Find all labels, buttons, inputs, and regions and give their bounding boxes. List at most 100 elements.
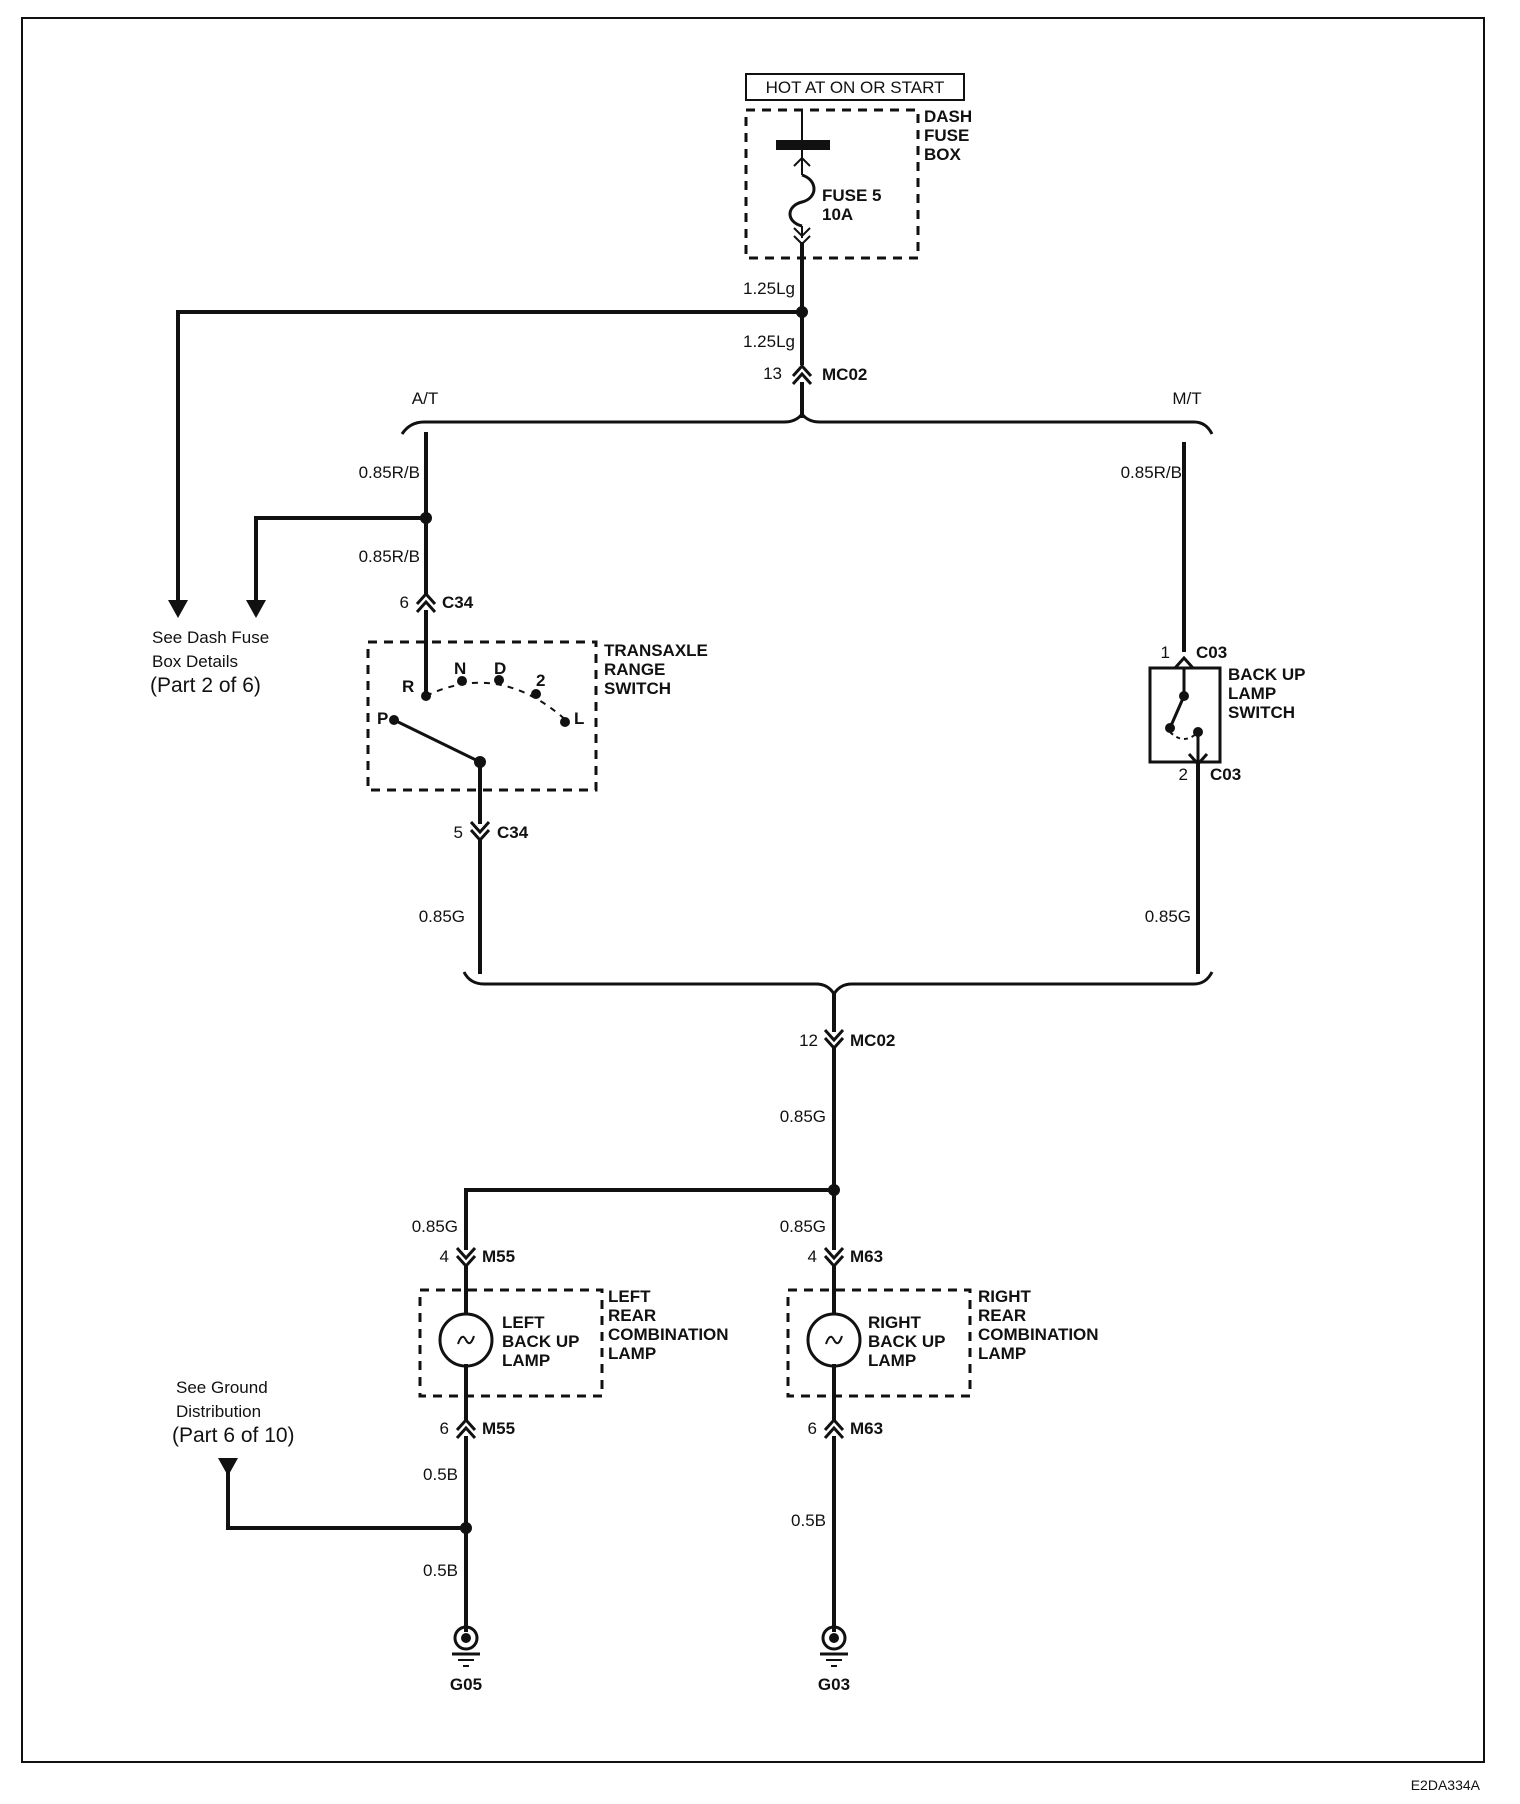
range-switch-wiper <box>393 718 481 764</box>
dash-fuse-ref-part: (Part 2 of 6) <box>150 674 261 697</box>
left-lamp-outer-3: COMBINATION <box>608 1325 729 1344</box>
contact-l <box>560 717 570 727</box>
branch-mt-label: M/T <box>1172 389 1201 408</box>
m63-top-connector-icon <box>823 1246 845 1261</box>
mc02-bottom-name: MC02 <box>850 1031 895 1050</box>
backup-switch-blade <box>1168 695 1186 729</box>
contact-n <box>457 676 467 686</box>
m55-top-pin: 4 <box>440 1247 449 1266</box>
transaxle-title-1: TRANSAXLE <box>604 641 708 660</box>
wire-at-switch: 0.85R/B <box>359 547 420 566</box>
c34-top-name: C34 <box>442 593 474 612</box>
pos-n: N <box>454 659 466 678</box>
pos-2: 2 <box>536 671 545 690</box>
wire-mt-top: 0.85R/B <box>1121 463 1182 482</box>
m55-top-name: M55 <box>482 1247 515 1266</box>
option-brace-bottom <box>462 971 1214 997</box>
contact-r <box>421 691 431 701</box>
wire-left-gnd-2: 0.5B <box>423 1561 458 1580</box>
figure-code: E2DA334A <box>1411 1777 1481 1793</box>
m63-top-name: M63 <box>850 1247 883 1266</box>
c03-top-pin: 1 <box>1161 643 1170 662</box>
fuse-element-icon <box>788 173 816 228</box>
left-lamp-outer-2: REAR <box>608 1306 656 1325</box>
fuse-box-title-1: DASH <box>924 107 972 126</box>
ground-ref-line-2: Distribution <box>176 1402 261 1421</box>
mc02-top-connector-icon <box>791 363 813 378</box>
m63-bottom-connector-icon <box>823 1417 845 1432</box>
fuse-box-title-3: BOX <box>924 145 962 164</box>
c03-top-name: C03 <box>1196 643 1227 662</box>
wire-right-lamp-in: 0.85G <box>780 1217 826 1236</box>
mc02-top-pin: 13 <box>763 364 782 383</box>
branch-at-label: A/T <box>412 389 438 408</box>
wire-mt-out: 0.85G <box>1145 907 1191 926</box>
wire-left-lamp-in: 0.85G <box>412 1217 458 1236</box>
ground-g05-icon <box>452 1625 480 1667</box>
pos-d: D <box>494 659 506 678</box>
wire-left-gnd-1: 0.5B <box>423 1465 458 1484</box>
wire-at-top: 0.85R/B <box>359 463 420 482</box>
transaxle-title-2: RANGE <box>604 660 665 679</box>
backup-switch-title-3: SWITCH <box>1228 703 1295 722</box>
fuse-rating: 10A <box>822 205 853 224</box>
wire-fuse-out: 1.25Lg <box>743 279 795 298</box>
wire-fuse-mc02: 1.25Lg <box>743 332 795 351</box>
dash-fuse-box <box>744 108 920 260</box>
ground-ref-line-1: See Ground <box>176 1378 268 1397</box>
right-lamp-outer-2: REAR <box>978 1306 1026 1325</box>
c34-bottom-name: C34 <box>497 823 529 842</box>
fuse-box-title-2: FUSE <box>924 126 969 145</box>
m63-bottom-name: M63 <box>850 1419 883 1438</box>
dash-fuse-ref-line-2: Box Details <box>152 652 238 671</box>
c03-bottom-pin: 2 <box>1179 765 1188 784</box>
left-lamp-outer-4: LAMP <box>608 1344 656 1363</box>
transaxle-title-3: SWITCH <box>604 679 671 698</box>
contact-2 <box>531 689 541 699</box>
wire-mc02-out: 0.85G <box>780 1107 826 1126</box>
m55-bottom-connector-icon <box>455 1417 477 1432</box>
fuse-bottom-chevron <box>793 227 811 238</box>
c34-top-connector-icon <box>415 591 437 606</box>
power-label: HOT AT ON OR START <box>766 78 945 97</box>
pos-l: L <box>574 709 584 728</box>
wire-right-gnd: 0.5B <box>791 1511 826 1530</box>
mc02-bottom-connector-icon <box>823 1028 845 1043</box>
c03-top-connector-icon <box>1173 655 1195 670</box>
wire-at-out: 0.85G <box>419 907 465 926</box>
right-lamp-inner-3: LAMP <box>868 1351 916 1370</box>
m55-bottom-pin: 6 <box>440 1419 449 1438</box>
right-lamp-outer-3: COMBINATION <box>978 1325 1099 1344</box>
ground-g03-label: G03 <box>818 1675 850 1694</box>
c34-bottom-connector-icon <box>469 820 491 835</box>
contact-d <box>494 675 504 685</box>
range-contact-arc <box>425 681 569 723</box>
diagram-frame <box>21 17 1485 1763</box>
pos-p: P <box>377 709 388 728</box>
right-lamp-outer-4: LAMP <box>978 1344 1026 1363</box>
c34-bottom-pin: 5 <box>454 823 463 842</box>
transaxle-range-switch-box <box>366 640 598 792</box>
right-lamp-inner-1: RIGHT <box>868 1313 922 1332</box>
m63-bottom-pin: 6 <box>808 1419 817 1438</box>
c03-bottom-name: C03 <box>1210 765 1241 784</box>
fuse-bus-bar <box>776 140 830 150</box>
dash-fuse-ref-line-1: See Dash Fuse <box>152 628 269 647</box>
left-lamp-outer-1: LEFT <box>608 1287 651 1306</box>
power-label-box <box>745 73 965 101</box>
mc02-top-name: MC02 <box>822 365 867 384</box>
m55-top-connector-icon <box>455 1246 477 1261</box>
ground-ref-part: (Part 6 of 10) <box>172 1424 295 1447</box>
right-lamp-inner-2: BACK UP <box>868 1332 945 1351</box>
dash-fuse-ref-arrow-1 <box>168 600 188 618</box>
option-brace-top <box>400 411 1214 435</box>
ground-g05-label: G05 <box>450 1675 482 1694</box>
m55-bottom-name: M55 <box>482 1419 515 1438</box>
pos-r: R <box>402 677 414 696</box>
left-lamp-inner-1: LEFT <box>502 1313 545 1332</box>
fuse-name: FUSE 5 <box>822 186 882 205</box>
left-lamp-inner-2: BACK UP <box>502 1332 579 1351</box>
m63-top-pin: 4 <box>808 1247 817 1266</box>
right-lamp-outer-1: RIGHT <box>978 1287 1032 1306</box>
